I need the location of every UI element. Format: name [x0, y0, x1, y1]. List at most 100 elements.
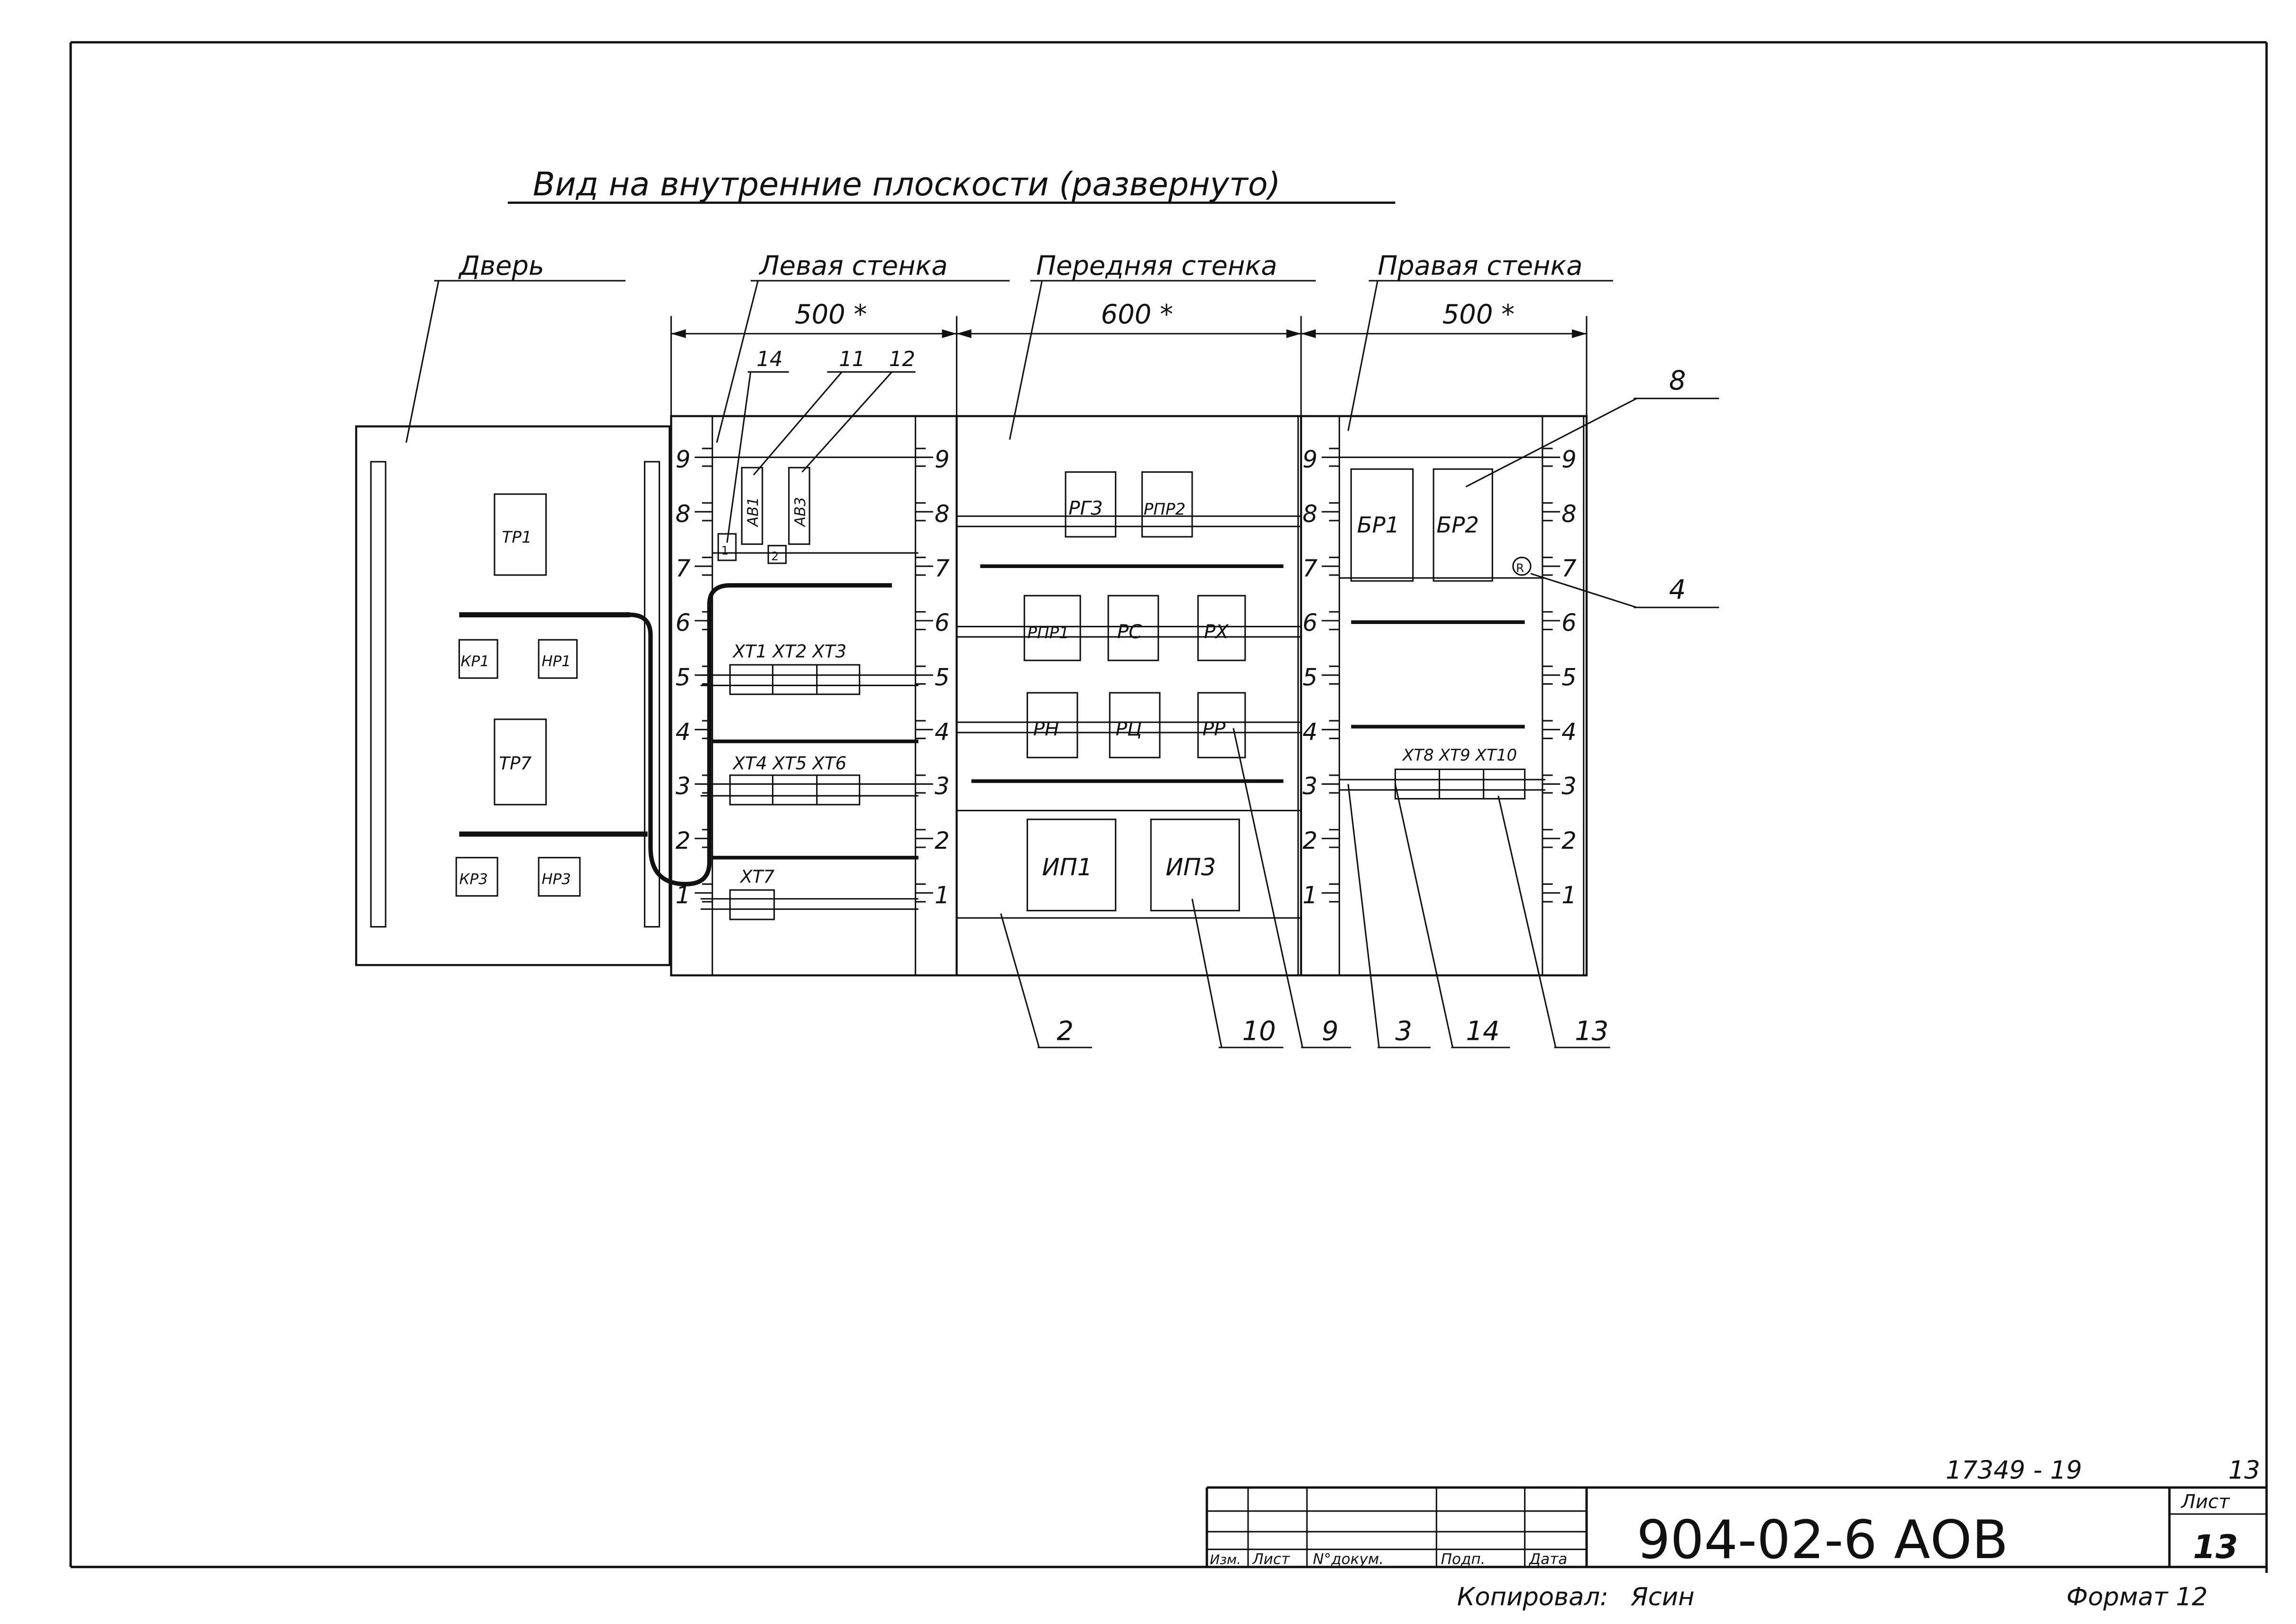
scale-strip [1542, 415, 1585, 976]
callout-10: 10 [1242, 1016, 1276, 1047]
scale-mark: 1 [935, 881, 950, 909]
door-device-kr3 [455, 857, 498, 897]
door-hinge-strip-right [643, 461, 661, 928]
scale-strip [1297, 415, 1341, 976]
scale-mark: 5 [1561, 664, 1577, 691]
scale-mark: 3 [1561, 772, 1577, 800]
terminals-xt1-xt3: ХТ1 ХТ2 ХТ3 [732, 641, 846, 662]
callout-4: 4 [1669, 574, 1686, 605]
relay-rn [1026, 692, 1078, 759]
left-small-block-1-label: 1 [721, 543, 729, 557]
document-designation: 904-02-6 АОВ [1636, 1509, 2008, 1571]
resistor-r [1512, 556, 1532, 576]
terminal-block-xt8-xt10 [1394, 768, 1526, 800]
scale-mark: 4 [1303, 718, 1318, 745]
scale-mark: 7 [935, 555, 950, 582]
scale-mark: 2 [935, 827, 950, 854]
door-hinge-strip-left [370, 461, 386, 928]
instrument-ip1-label: ИП1 [1042, 853, 1093, 881]
scale-mark: 2 [1561, 827, 1577, 854]
door-device-nr1-label: НР1 [542, 653, 571, 670]
corner-sheet-number: 13 [2228, 1456, 2260, 1485]
door-device-kr3-label: КР3 [459, 871, 487, 888]
scale-mark: 5 [935, 664, 950, 691]
resistor-r-label: R [1516, 561, 1524, 575]
block-br2-label: БР2 [1436, 512, 1479, 538]
scale-mark: 5 [1303, 664, 1318, 691]
scale-mark: 4 [935, 718, 950, 745]
callout-2: 2 [1057, 1016, 1074, 1047]
callout-12: 12 [889, 348, 915, 371]
scale-mark: 2 [1303, 827, 1318, 854]
relay-rs-label: РС [1117, 621, 1142, 643]
scale-mark: 7 [1561, 555, 1577, 582]
scale-mark: 6 [676, 609, 691, 637]
scale-strip [670, 415, 713, 976]
copied-label: Копировал: [1457, 1582, 1608, 1611]
callout-8-leader [1465, 397, 1637, 487]
copied-signature: Ясин [1630, 1582, 1694, 1611]
scale-mark: 4 [1561, 718, 1577, 745]
scale-mark: 9 [676, 446, 691, 473]
inventory-number: 17349 - 19 [1946, 1456, 2082, 1485]
callout-14-bottom-leader [1394, 784, 1454, 1048]
scale-mark: 8 [1303, 500, 1318, 528]
door-device-kr1 [458, 639, 498, 679]
dim-front: 600 * [1101, 299, 1173, 330]
right-wall-label: Правая стенка [1378, 251, 1582, 282]
block-br1 [1350, 468, 1414, 582]
scale-mark: 6 [935, 609, 950, 637]
dim-left: 500 * [795, 299, 867, 330]
scale-mark: 6 [1303, 609, 1318, 637]
scale-mark: 1 [1561, 881, 1577, 909]
relay-rkh [1197, 595, 1246, 661]
view-title: Вид на внутренние плоскости (развернуто) [533, 166, 1281, 203]
callout-14-top-leader [726, 372, 752, 543]
left-small-block-2-label: 2 [771, 550, 779, 563]
breaker-av1-label: АВ1 [744, 497, 762, 527]
door-device-tr7-label: ТР7 [499, 752, 532, 773]
scale-mark: 1 [676, 881, 691, 909]
relay-rpr1-label: РПР1 [1027, 624, 1069, 642]
relay-rn-label: РН [1033, 718, 1059, 740]
scale-mark: 3 [676, 772, 691, 800]
scale-mark: 3 [935, 772, 950, 800]
relay-rpr2-label: РПР2 [1144, 500, 1186, 519]
front-wall-leader [1009, 280, 1043, 440]
door-device-tr7 [494, 718, 547, 806]
relay-rr-label: РР [1203, 718, 1226, 740]
scale-mark: 7 [676, 555, 691, 582]
tb-header-doc: N°докум. [1313, 1551, 1384, 1568]
block-br2 [1433, 468, 1493, 582]
breaker-av3-label: АВ3 [792, 497, 809, 527]
relay-rpr1 [1023, 595, 1081, 661]
scale-mark: 9 [1561, 446, 1577, 473]
callout-4-leader [1530, 573, 1637, 608]
door-leader [405, 280, 440, 443]
left-small-block-1 [717, 533, 737, 561]
left-small-block-2 [767, 545, 787, 564]
relay-rr [1197, 692, 1246, 759]
sheet-number: 13 [2193, 1529, 2238, 1566]
callout-2-leader [1000, 913, 1040, 1048]
scale-mark: 9 [1303, 446, 1318, 473]
sheet-label: Лист [2180, 1491, 2231, 1513]
bottom-callouts: 2 10 9 3 14 13 [1000, 728, 1610, 1048]
relay-rts [1109, 692, 1161, 759]
callout-9: 9 [1322, 1016, 1339, 1047]
format-label: Формат 12 [2066, 1582, 2208, 1611]
right-wall-leader [1347, 280, 1378, 431]
callout-14-top: 14 [756, 348, 782, 371]
callout-3: 3 [1395, 1016, 1412, 1047]
left-wall-leader [716, 280, 759, 443]
relay-rs [1107, 595, 1159, 661]
terminals-xt8-xt10: ХТ8 ХТ9 ХТ10 [1402, 746, 1517, 765]
main-cable-bundle [630, 583, 892, 887]
scale-mark: 7 [1303, 555, 1318, 582]
callout-14-bottom: 14 [1466, 1016, 1499, 1047]
callout-13-leader [1497, 796, 1557, 1048]
scale-mark: 2 [676, 827, 691, 854]
terminal-block-xt1-xt3 [729, 664, 861, 695]
callout-13: 13 [1575, 1016, 1608, 1047]
callout-10-leader [1191, 899, 1222, 1048]
